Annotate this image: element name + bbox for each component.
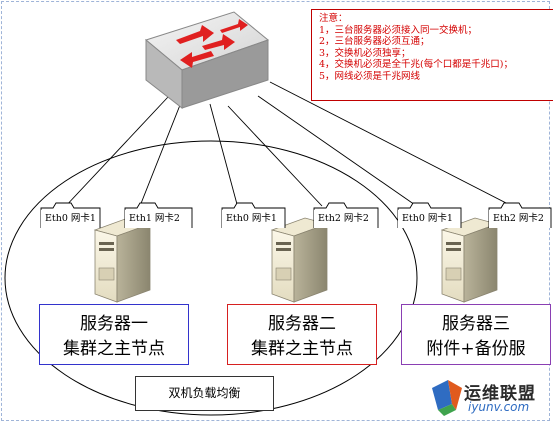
cable-s1-eth1 — [139, 99, 183, 207]
cluster-ellipse — [4, 140, 418, 416]
cable-s2-eth2 — [227, 105, 323, 207]
notes-item: 1，三台服务器必须接入同一交换机； — [319, 24, 478, 36]
notes-item: 5，网线必须是千兆网线 — [319, 70, 421, 82]
watermark: 运维联盟 iyunv.com — [428, 376, 552, 420]
cable-s2-eth0 — [209, 103, 239, 209]
switch-icon — [144, 11, 270, 110]
server-1-icon — [93, 217, 152, 303]
server-2-label: 服务器二 集群之主节点 — [227, 304, 377, 365]
notes-box: 注意： 1，三台服务器必须接入同一交换机； 2，三台服务器必须互通； 3，交换机… — [311, 9, 553, 101]
server-2-role: 集群之主节点 — [251, 339, 353, 359]
notes-item: 2，三台服务器必须互通； — [319, 36, 430, 47]
network-cables — [62, 81, 513, 210]
watermark-logo-icon — [432, 380, 462, 416]
nic-label-s2-eth2: Eth2 网卡2 — [314, 210, 369, 228]
cable-s1-eth0 — [62, 96, 169, 210]
notes-title: 注意： — [319, 13, 348, 24]
watermark-url: iyunv.com — [468, 400, 530, 414]
server-3-name: 服务器三 — [442, 314, 510, 334]
server-2-icon — [270, 217, 329, 303]
nic-label-s3-eth0: Eth0 网卡1 — [398, 210, 453, 228]
server-1-label: 服务器一 集群之主节点 — [39, 304, 189, 365]
server-3-label: 服务器三 附件+备份服 — [401, 304, 551, 365]
switch-arrows-icon — [176, 19, 248, 68]
server-3-icon — [440, 217, 499, 303]
load-balance-label: 双机负载均衡 — [135, 376, 274, 411]
cable-s3-eth0 — [257, 95, 419, 208]
server-3-role: 附件+备份服 — [426, 339, 526, 359]
nic-label-s1-eth1: Eth1 网卡2 — [125, 210, 180, 228]
notes-item: 3，交换机必须独享； — [319, 47, 411, 59]
server-1-role: 集群之主节点 — [63, 339, 165, 359]
watermark-name: 运维联盟 — [464, 384, 536, 404]
notes-item: 4，交换机必须是全千兆(每个口都是千兆口)； — [319, 59, 513, 70]
nic-label-s3-eth2: Eth2 网卡2 — [489, 210, 544, 228]
nic-label-s2-eth0: Eth0 网卡1 — [222, 210, 277, 228]
cable-s3-eth2 — [269, 81, 513, 207]
server-1-name: 服务器一 — [80, 314, 148, 334]
server-2-name: 服务器二 — [268, 314, 336, 334]
nic-label-s1-eth0: Eth0 网卡1 — [41, 210, 96, 228]
